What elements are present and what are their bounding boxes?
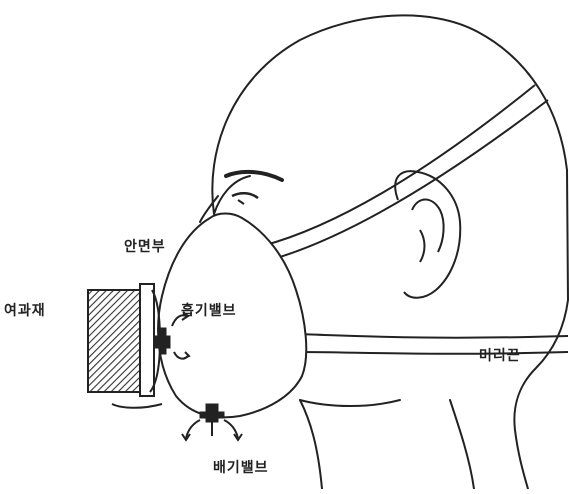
inhalation-valve-label: 흡기밸브 — [181, 300, 237, 320]
facepiece-label: 안면부 — [124, 236, 166, 256]
eyebrow — [226, 172, 282, 180]
filter-label: 여과재 — [4, 300, 46, 320]
head-strap-label: 머리끈 — [479, 345, 521, 365]
eye-lid — [238, 200, 244, 204]
jaw-line — [300, 400, 400, 406]
neck-front — [300, 400, 322, 489]
ear-icon — [395, 171, 460, 298]
lower-head-strap — [296, 334, 568, 354]
eye — [232, 193, 258, 198]
neck-back — [450, 400, 474, 489]
filter-cartridge — [88, 284, 162, 408]
exhalation-valve-label: 배기밸브 — [213, 457, 269, 477]
